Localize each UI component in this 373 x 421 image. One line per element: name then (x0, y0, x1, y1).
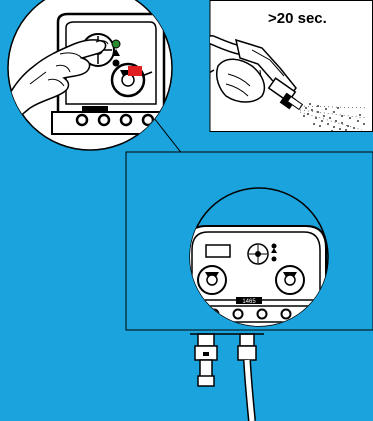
indicator-red (128, 66, 142, 76)
duration-label: >20 sec. (268, 8, 373, 30)
display-screen (206, 245, 230, 257)
power-led (112, 40, 120, 48)
nameplate-label: 1465 (242, 299, 256, 305)
